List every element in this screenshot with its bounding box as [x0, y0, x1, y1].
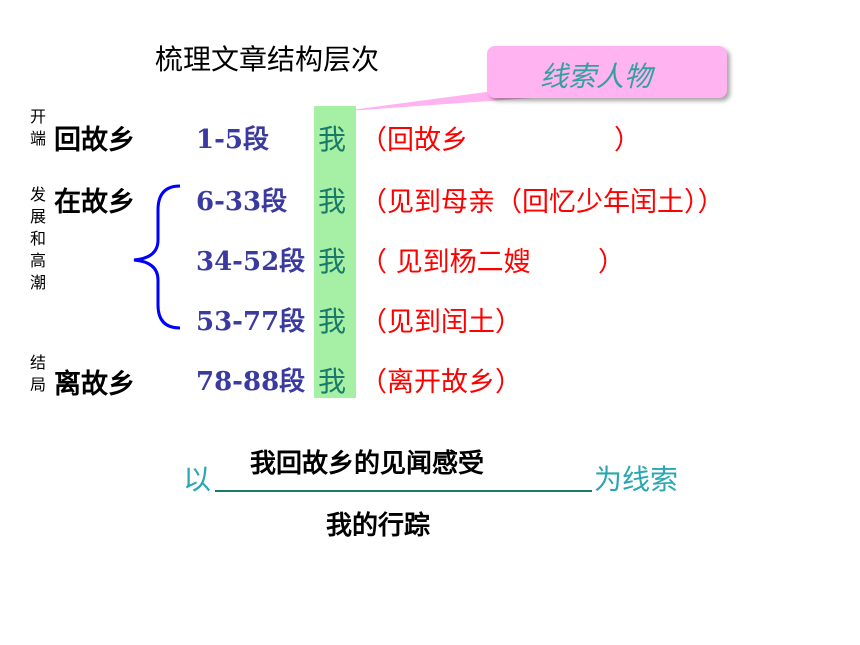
row-3-paragraphs: 34-52段 [196, 247, 306, 277]
summary-blank-line [215, 490, 592, 492]
row-4-content: （见到闰土） [360, 307, 522, 338]
row-3-wo: 我 [318, 245, 347, 278]
summary-answer-bottom: 我的行踪 [326, 511, 431, 541]
stage-start: 开端 [29, 107, 46, 148]
row-4-paragraphs: 53-77段 [196, 307, 306, 337]
row-1-content: （回故乡 [360, 125, 468, 156]
row-5-wo: 我 [318, 365, 347, 398]
summary-answer-top: 我回故乡的见闻感受 [250, 449, 485, 479]
row-1-close: ） [614, 125, 641, 156]
row-1-paragraphs: 1-5段 [196, 125, 269, 155]
stage-develop: 发展和高潮 [29, 185, 46, 292]
stage-end: 结局 [29, 353, 46, 394]
row-2-wo: 我 [318, 185, 347, 218]
callout-text: 线索人物 [540, 60, 653, 93]
row-3-close: ） [598, 247, 625, 278]
summary-prefix: 以 [183, 463, 212, 496]
place-return: 回故乡 [54, 125, 135, 156]
row-1-wo: 我 [318, 123, 347, 156]
row-2-content: （见到母亲（回忆少年闰土）） [360, 187, 725, 218]
summary-suffix: 为线索 [594, 463, 679, 496]
row-5-paragraphs: 78-88段 [196, 367, 306, 397]
slide-title: 梳理文章结构层次 [155, 43, 380, 76]
row-3-content: （ 见到杨二嫂 [360, 247, 531, 278]
row-2-paragraphs: 6-33段 [196, 187, 288, 217]
place-in: 在故乡 [54, 187, 135, 218]
row-5-content: （离开故乡） [360, 367, 522, 398]
highlight-column [314, 106, 356, 398]
callout-box [487, 46, 727, 98]
place-leave: 离故乡 [54, 369, 135, 400]
row-4-wo: 我 [318, 305, 347, 338]
